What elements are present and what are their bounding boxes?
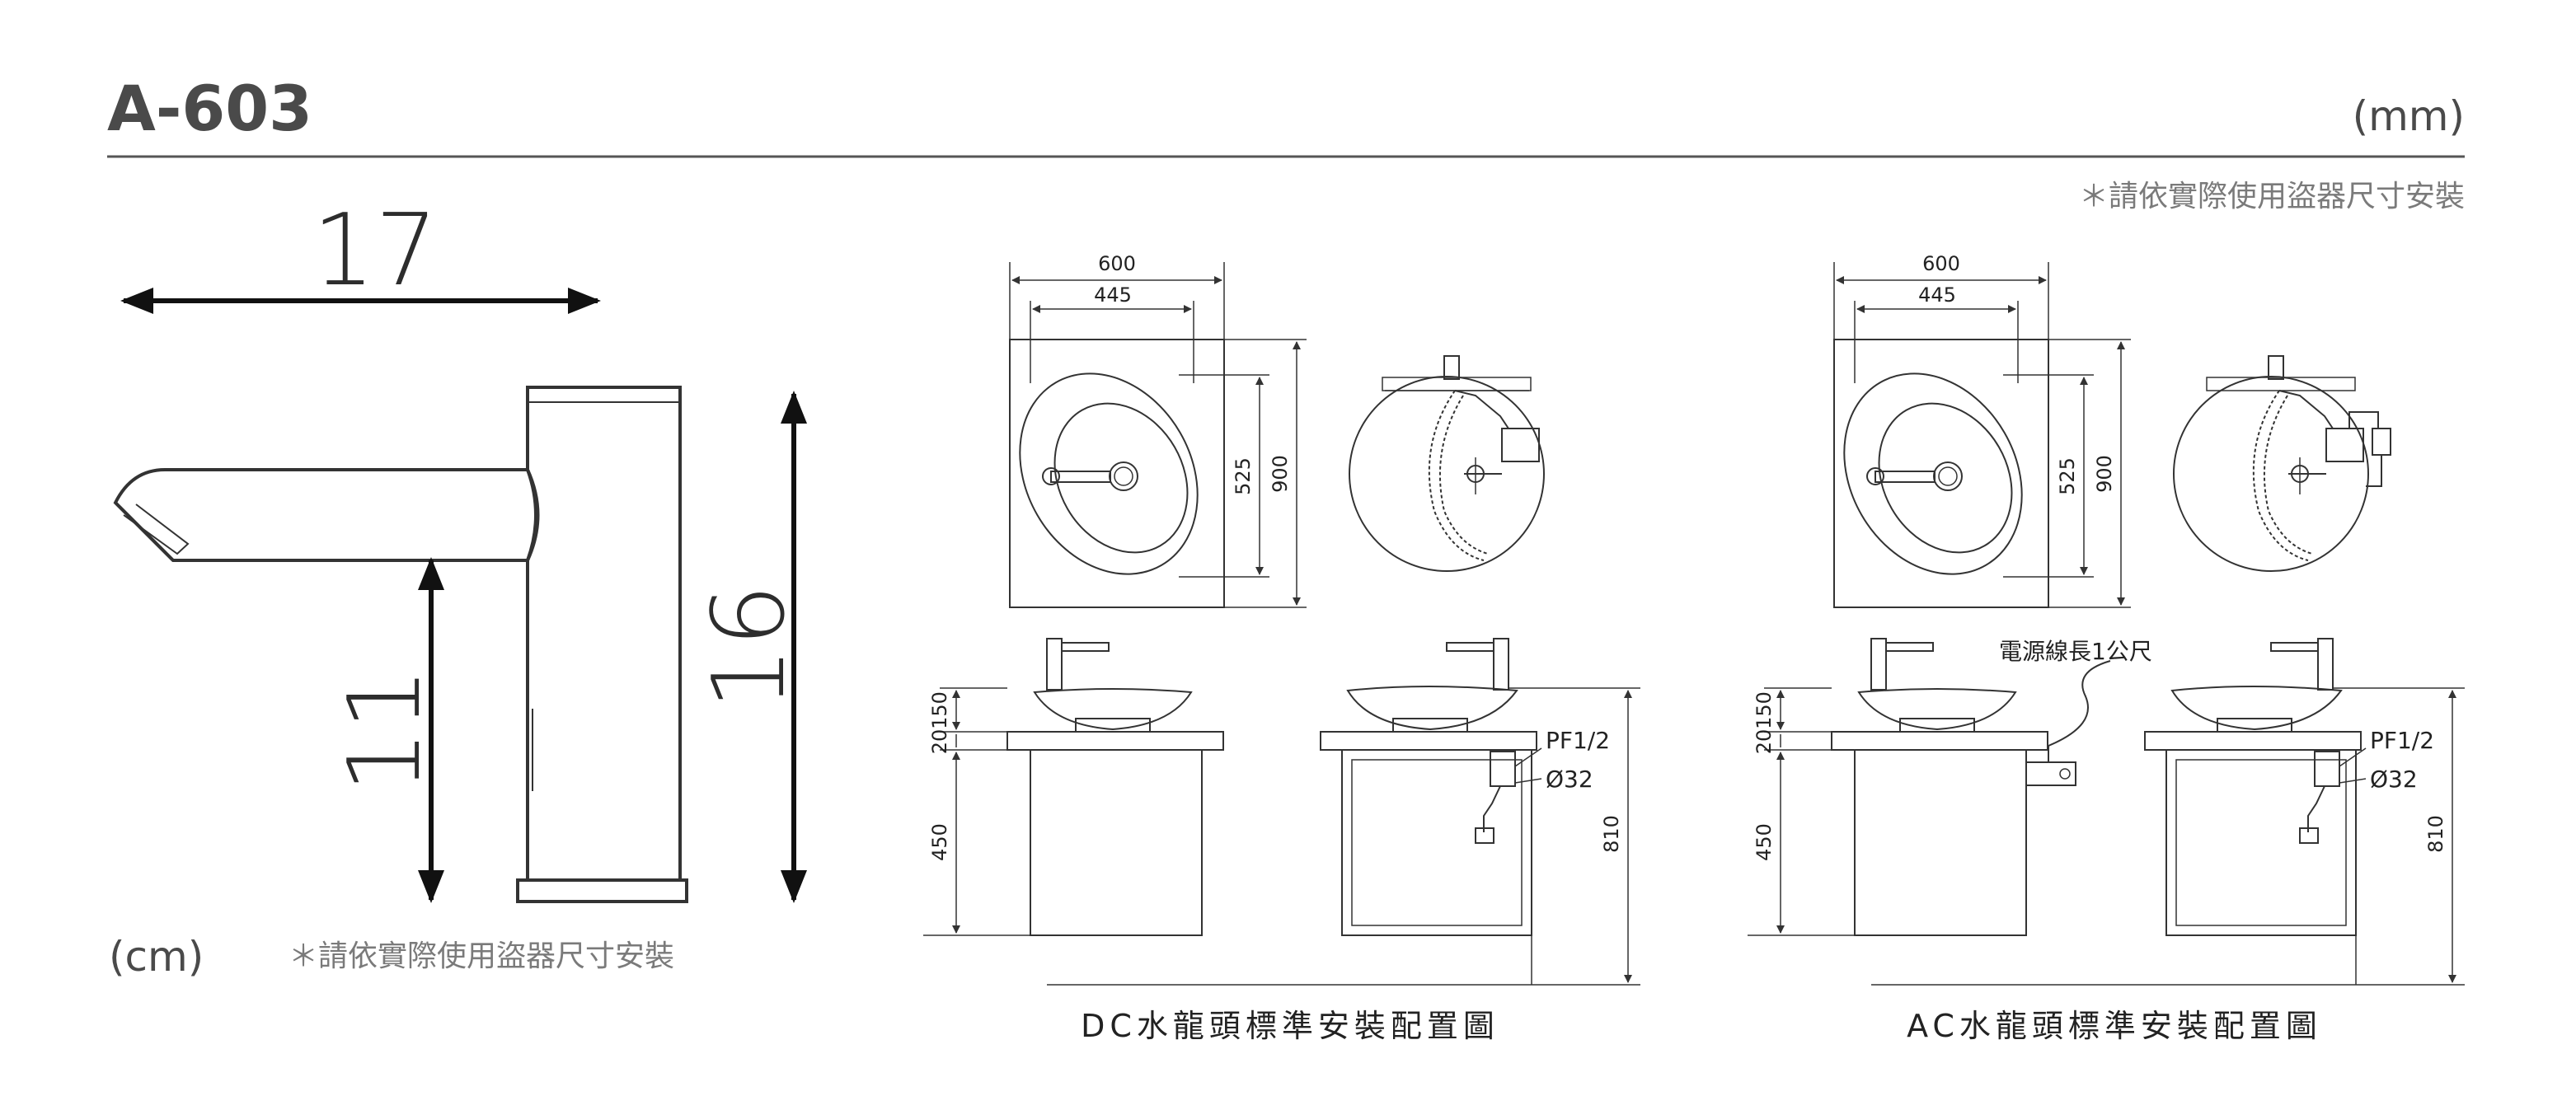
dc-basin-outer [1019, 372, 1199, 575]
ac-caption: AC水龍頭標準安裝配置圖 [1907, 1008, 2322, 1044]
dc-control-box [1501, 428, 1540, 462]
dc-dim-525: 525 [1232, 457, 1255, 495]
ac-cabinet-front [1854, 749, 2027, 936]
faucet-body [526, 386, 682, 882]
aerator [123, 504, 190, 555]
faucet-side-view [113, 386, 688, 903]
ac-faucet-plan [1875, 471, 1936, 483]
dc-dim-600: 600 [1098, 252, 1136, 275]
ac-dim-525: 525 [2056, 457, 2079, 495]
dc-dim-900: 900 [1269, 455, 1292, 493]
ac-dim-900: 900 [2093, 455, 2116, 493]
unit-mm-label: (mm) [2353, 92, 2465, 140]
ac-dim-810: 810 [2424, 815, 2447, 853]
dc-dim-20: 20 [928, 729, 951, 755]
dc-countertop [1006, 731, 1224, 751]
ac-vessel-basin [1857, 688, 2017, 731]
ac-adapter [2372, 428, 2391, 456]
ac-power-outlet [2025, 761, 2076, 786]
ac-dim-445: 445 [1918, 283, 1956, 307]
dc-pf-label: PF1/2 [1546, 727, 1610, 754]
ac-counter-plan [1833, 339, 2049, 608]
dc-drain [1109, 461, 1138, 491]
faucet-spout [113, 468, 537, 562]
dc-cabinet-front [1030, 749, 1203, 936]
dc-dim-150: 150 [928, 691, 951, 729]
model-title: A-603 [107, 72, 312, 145]
ac-dim-150: 150 [1753, 691, 1776, 729]
ac-countertop [1831, 731, 2048, 751]
ac-control-box [2325, 428, 2364, 462]
ac-basin-outer [1843, 372, 2023, 575]
dc-detail-circle [1349, 376, 1545, 572]
ac-pf-label: PF1/2 [2370, 727, 2434, 754]
dc-vessel-basin [1033, 688, 1193, 731]
ac-countertop-side [2144, 731, 2362, 751]
height-value: 16 [692, 584, 807, 710]
dc-countertop-side [1320, 731, 1537, 751]
ac-valve [2314, 751, 2340, 787]
dc-dim-810: 810 [1600, 815, 1623, 853]
ac-power-cable [2048, 660, 2111, 762]
spout-height-value: 11 [328, 667, 443, 794]
dc-dim-450: 450 [928, 823, 951, 861]
dc-d32-label: Ø32 [1546, 766, 1593, 793]
ac-cable-label: 電源線長1公尺 [1999, 638, 2152, 665]
dc-counter-plan [1009, 339, 1225, 608]
ac-dim-20: 20 [1753, 729, 1776, 755]
dc-faucet-front [1046, 638, 1063, 691]
ac-detail-circle [2173, 376, 2369, 572]
ac-installation-diagram: 600 445 525 900 電 [1748, 252, 2465, 1044]
ac-d32-label: Ø32 [2370, 766, 2418, 793]
length-value: 17 [312, 194, 439, 308]
dc-hose [1428, 390, 1485, 561]
dc-faucet-plan [1050, 471, 1111, 483]
ac-faucet-front [1870, 638, 1887, 691]
ac-dim-450: 450 [1753, 823, 1776, 861]
faucet-base [516, 878, 688, 903]
ac-hose [2252, 390, 2309, 561]
ac-drain [1933, 461, 1963, 491]
dc-installation-diagram: 600 445 525 900 [923, 252, 1640, 1044]
dc-cabinet-side [1341, 749, 1532, 936]
ac-vessel-basin-side [2170, 686, 2343, 731]
ac-cabinet-side [2165, 749, 2357, 936]
unit-cm-label: (cm) [109, 933, 204, 981]
dc-dim-445: 445 [1094, 283, 1132, 307]
dc-vessel-basin-side [1346, 686, 1518, 731]
dc-valve [1490, 751, 1516, 787]
install-note-top: ＊請依實際使用盜器尺寸安裝 [2079, 180, 2465, 213]
ac-dim-600: 600 [1922, 252, 1960, 275]
dc-caption: DC水龍頭標準安裝配置圖 [1081, 1008, 1499, 1044]
install-note-bottom: ＊請依實際使用盜器尺寸安裝 [289, 939, 674, 973]
